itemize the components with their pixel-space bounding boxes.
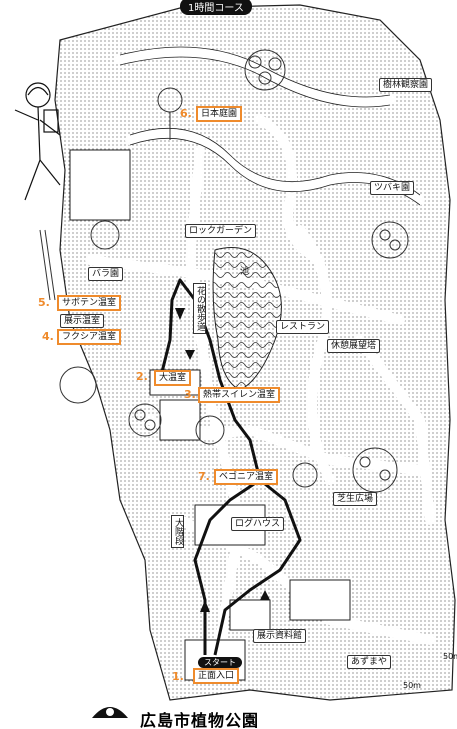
place-restaurant: レストラン <box>276 320 330 334</box>
place-rock-garden: ロックガーデン <box>185 224 257 238</box>
stop-2-number: 2. <box>136 370 148 383</box>
stop-5-label: サボテン温室 <box>57 295 122 311</box>
stop-7-label: ベゴニア温室 <box>214 469 279 485</box>
place-jumoku: 樹林観察園 <box>379 78 433 92</box>
stop-6-number: 6. <box>180 107 192 120</box>
map-title: 広島市植物公園 <box>140 711 260 729</box>
stop-6-label: 日本庭園 <box>196 106 243 122</box>
path-hana-no-sanpomichi: 花の散歩道 <box>193 283 206 334</box>
place-tsubaki: ツバキ園 <box>370 181 415 195</box>
route-line <box>158 278 262 655</box>
stop-2-label: 大温室 <box>154 370 192 386</box>
stop-3-number: 3. <box>184 388 196 401</box>
stop-4-number: 4. <box>42 330 54 343</box>
hiker-illustration <box>14 82 61 201</box>
stop-7-number: 7. <box>198 470 210 483</box>
stop-1-label: 正面入口 <box>193 668 240 684</box>
route-arrows <box>175 308 270 612</box>
stop-4-label: フクシア温室 <box>57 329 122 345</box>
place-tenji-onshitsu: 展示温室 <box>60 314 105 328</box>
place-shibafu: 芝生広場 <box>333 492 378 506</box>
place-pond: 池 <box>240 267 250 277</box>
scale-bottom: 50m <box>403 681 421 690</box>
place-tenji-shiryoukan: 展示資料館 <box>253 629 307 643</box>
flower-illustrations <box>39 49 409 493</box>
scale-right: 50m <box>443 652 457 661</box>
stop-3-label: 熱帯スイレン温室 <box>198 387 281 403</box>
start-label: スタート <box>198 657 242 668</box>
course-title: 1時間コース <box>180 0 252 15</box>
place-bara: バラ園 <box>88 267 124 281</box>
path-daikaidan: 大階段 <box>171 515 184 548</box>
park-logo <box>92 707 128 718</box>
place-log-house: ログハウス <box>231 517 285 531</box>
stop-5-number: 5. <box>38 296 50 309</box>
stop-1-number: 1. <box>172 670 184 683</box>
pond <box>212 247 282 391</box>
route-line-2 <box>213 478 302 656</box>
place-kyuukei-tenboutou: 休憩展望塔 <box>327 339 381 353</box>
place-azumaya: あずまや <box>347 655 392 669</box>
